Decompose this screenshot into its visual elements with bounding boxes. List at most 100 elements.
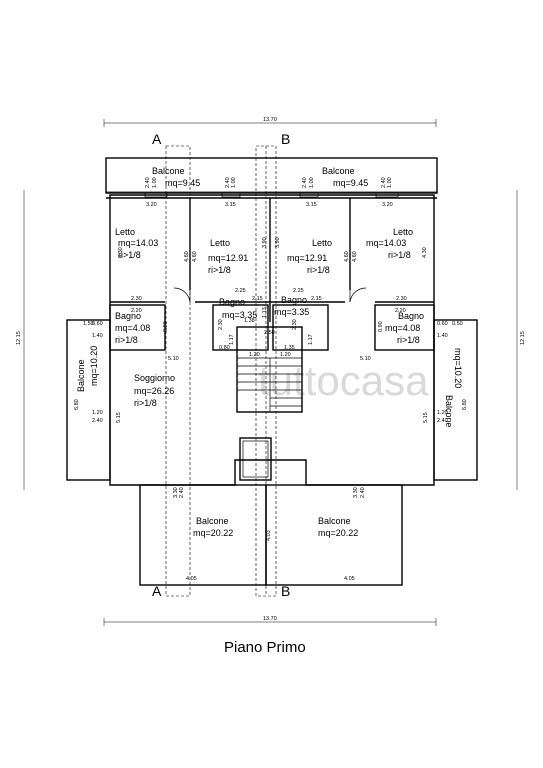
svg-text:0.60: 0.60 [92, 321, 103, 327]
svg-text:3.15: 3.15 [225, 202, 236, 208]
svg-text:2.30: 2.30 [292, 319, 298, 330]
svg-text:mq=26.26: mq=26.26 [134, 386, 174, 396]
svg-text:mq=3.35: mq=3.35 [222, 310, 257, 320]
svg-text:4.60: 4.60 [344, 251, 350, 262]
label-letto-inner-left: Letto mq=12.91 ri>1/8 [208, 238, 248, 275]
svg-text:Balcone: Balcone [152, 166, 185, 176]
label-balcone-top-right: Balcone mq=9.45 [322, 166, 368, 188]
section-a: A A [152, 131, 191, 599]
svg-text:B: B [281, 583, 290, 599]
svg-text:2.40: 2.40 [225, 177, 231, 188]
svg-text:4.30: 4.30 [118, 247, 124, 258]
svg-text:Balcone: Balcone [196, 516, 229, 526]
svg-text:2.20: 2.20 [395, 308, 406, 314]
svg-text:1.00: 1.00 [231, 177, 237, 188]
label-bagno-outer-left: Bagno mq=4.08 ri>1/8 [115, 311, 150, 345]
label-letto-outer-left: Letto mq=14.03 ri>1/8 [115, 227, 158, 260]
svg-text:3.90: 3.90 [275, 237, 281, 248]
svg-text:2.40: 2.40 [360, 487, 366, 498]
svg-text:mq=9.45: mq=9.45 [333, 178, 368, 188]
svg-text:2.15: 2.15 [252, 296, 263, 302]
windows-top [144, 192, 399, 198]
svg-text:1.20: 1.20 [437, 410, 448, 416]
label-letto-outer-right: Letto mq=14.03 ri>1/8 [366, 227, 413, 260]
svg-text:Bagno: Bagno [398, 311, 424, 321]
svg-text:Letto: Letto [115, 227, 135, 237]
svg-text:mq=12.91: mq=12.91 [287, 253, 327, 263]
svg-text:12.15: 12.15 [520, 331, 526, 345]
svg-text:A: A [152, 131, 162, 147]
svg-text:4.05: 4.05 [344, 576, 355, 582]
svg-text:Bagno: Bagno [219, 297, 245, 307]
svg-text:Letto: Letto [393, 227, 413, 237]
svg-text:Balcone: Balcone [76, 359, 86, 392]
label-soggiorno: Soggiorno mq=26.26 ri>1/8 [134, 373, 175, 408]
svg-text:B: B [281, 131, 290, 147]
svg-text:0.90: 0.90 [378, 321, 384, 332]
svg-text:4.60: 4.60 [184, 251, 190, 262]
svg-text:4.05: 4.05 [186, 576, 197, 582]
svg-text:1.00: 1.00 [309, 177, 315, 188]
label-bagno-inner-left: Bagno mq=3.35 [219, 297, 257, 320]
svg-text:5.15: 5.15 [423, 412, 429, 423]
overall-depth-right: 12.15 [516, 190, 526, 490]
svg-text:0.50: 0.50 [452, 321, 463, 327]
svg-text:13.70: 13.70 [263, 117, 277, 123]
svg-text:0.80: 0.80 [219, 345, 230, 351]
watermark: tuttocasa [258, 357, 429, 404]
svg-text:1.13: 1.13 [262, 307, 268, 318]
svg-text:4.30: 4.30 [422, 247, 428, 258]
shaft [239, 437, 272, 481]
svg-text:2.30: 2.30 [131, 296, 142, 302]
svg-text:3.90: 3.90 [262, 237, 268, 248]
svg-text:1.38: 1.38 [244, 318, 255, 324]
svg-text:3.30: 3.30 [173, 487, 179, 498]
svg-text:ri>1/8: ri>1/8 [115, 335, 138, 345]
svg-text:2.40: 2.40 [179, 487, 185, 498]
svg-text:1.35: 1.35 [284, 345, 295, 351]
door-swing [349, 287, 367, 303]
svg-text:1.00: 1.00 [152, 177, 158, 188]
svg-text:2.40: 2.40 [381, 177, 387, 188]
overall-width-top: 13.70 [103, 117, 437, 127]
svg-text:1.17: 1.17 [308, 334, 314, 345]
svg-text:3.20: 3.20 [146, 202, 157, 208]
stairwell [236, 326, 303, 413]
label-balcone-side-right: Balcone mq=10.20 [444, 348, 463, 428]
svg-text:3.15: 3.15 [306, 202, 317, 208]
svg-text:mq=14.03: mq=14.03 [118, 238, 158, 248]
svg-text:2.30: 2.30 [218, 319, 224, 330]
svg-text:mq=4.08: mq=4.08 [385, 323, 420, 333]
svg-text:Letto: Letto [312, 238, 332, 248]
svg-text:mq=12.91: mq=12.91 [208, 253, 248, 263]
svg-text:ri>1/8: ri>1/8 [388, 250, 411, 260]
svg-text:2.30: 2.30 [396, 296, 407, 302]
svg-text:mq=20.22: mq=20.22 [318, 528, 358, 538]
svg-text:2.40: 2.40 [302, 177, 308, 188]
svg-text:mq=3.35: mq=3.35 [274, 307, 309, 317]
svg-text:6.80: 6.80 [74, 399, 80, 410]
svg-text:ri>1/8: ri>1/8 [307, 265, 330, 275]
svg-text:A: A [152, 583, 162, 599]
svg-text:1.20: 1.20 [280, 352, 291, 358]
svg-text:mq=14.03: mq=14.03 [366, 238, 406, 248]
svg-text:2.50: 2.50 [264, 330, 275, 336]
svg-text:mq=20.22: mq=20.22 [193, 528, 233, 538]
svg-text:13.70: 13.70 [263, 616, 277, 622]
svg-text:2.25: 2.25 [235, 288, 246, 294]
plan-title: Piano Primo [224, 639, 306, 656]
svg-text:Balcone: Balcone [322, 166, 355, 176]
svg-text:Bagno: Bagno [281, 295, 307, 305]
svg-text:0.60: 0.60 [437, 321, 448, 327]
svg-text:2.15: 2.15 [311, 296, 322, 302]
balcony-side-right [433, 319, 478, 481]
svg-text:ri>1/8: ri>1/8 [397, 335, 420, 345]
svg-text:1.40: 1.40 [437, 333, 448, 339]
svg-text:ri>1/8: ri>1/8 [118, 250, 141, 260]
svg-text:mq=10.20: mq=10.20 [89, 346, 99, 386]
svg-text:2.40: 2.40 [437, 418, 448, 424]
svg-text:4.03: 4.03 [266, 530, 272, 541]
dimension-labels: 1.00 2.40 1.00 2.40 1.00 2.40 1.00 2.40 … [74, 177, 468, 582]
stair-steps [237, 357, 302, 412]
